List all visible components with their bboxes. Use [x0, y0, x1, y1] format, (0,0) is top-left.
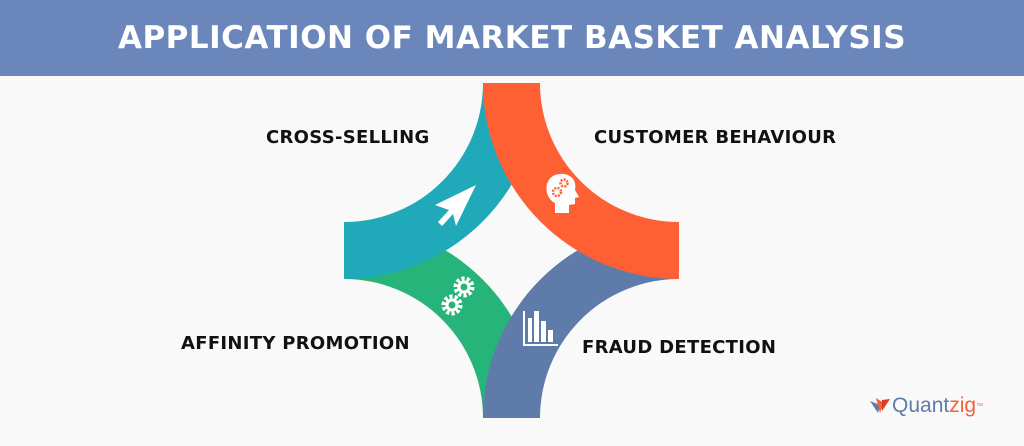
logo-text-zig: zig: [949, 394, 977, 417]
head-gears-icon: [546, 173, 579, 213]
label-cross-selling: CROSS-SELLING: [266, 127, 430, 148]
label-fraud-detection: FRAUD DETECTION: [582, 337, 777, 358]
label-affinity-promotion: AFFINITY PROMOTION: [181, 333, 410, 354]
gears-icon: [441, 276, 475, 316]
label-customer-behaviour: CUSTOMER BEHAVIOUR: [594, 127, 837, 148]
logo-mark-icon: [870, 398, 890, 413]
arc-customer-behaviour: [483, 83, 679, 279]
bar-chart-icon: [523, 311, 558, 346]
header-banner: APPLICATION OF MARKET BASKET ANALYSIS: [0, 0, 1024, 76]
page-title: APPLICATION OF MARKET BASKET ANALYSIS: [117, 20, 907, 56]
logo-text-quant: Quant: [892, 394, 950, 417]
cursor-arrow-icon: [435, 185, 476, 226]
logo-trademark: ™: [976, 402, 984, 410]
